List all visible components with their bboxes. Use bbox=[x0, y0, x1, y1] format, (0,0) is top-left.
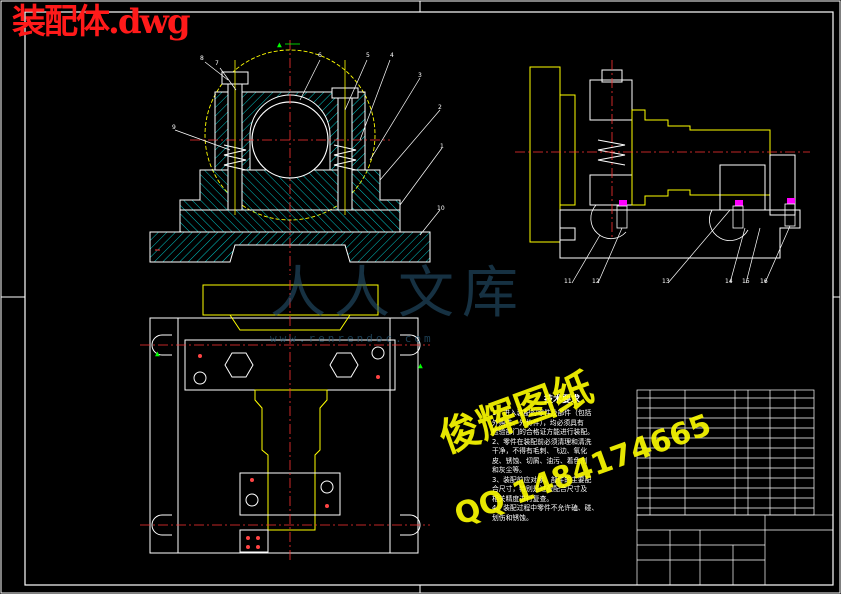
svg-text:▲: ▲ bbox=[277, 40, 282, 49]
tech-requirement-line: 4、装配过程中零件不允许磕、碰、 bbox=[492, 504, 599, 512]
watermark-site: 人人文库 bbox=[270, 261, 526, 326]
tech-requirement-line: 1、进入装配的零件及部件（包括 bbox=[492, 409, 592, 417]
tech-requirement-line: 3、装配前应对零、部件的主要配 bbox=[492, 475, 592, 484]
tech-requirement-line: 外购件、外协件），均必须具有 bbox=[492, 418, 584, 427]
balloon-label: 13 bbox=[662, 278, 670, 285]
balloon-label: 7 bbox=[215, 60, 219, 67]
tech-requirement-line: 和灰尘等。 bbox=[492, 466, 526, 474]
tech-requirements-heading: 技术要求 bbox=[543, 395, 580, 405]
balloon-label: 16 bbox=[760, 278, 768, 285]
top-view: ▲ ▲ bbox=[140, 280, 430, 560]
tech-requirement-line: 检验部门的合格证方能进行装配。 bbox=[492, 428, 594, 436]
balloon-label: 3 bbox=[418, 72, 422, 79]
drawing-title: 装配体.dwg bbox=[12, 2, 191, 42]
tech-requirement-line: 2、零件在装配前必须清理和清洗 bbox=[492, 437, 592, 446]
balloon-label: 14 bbox=[725, 278, 733, 285]
balloon-label: 6 bbox=[318, 52, 322, 59]
balloon-label: 12 bbox=[592, 278, 600, 285]
tech-requirement-line: 皮、锈蚀、切屑、油污、着色剂 bbox=[492, 456, 588, 465]
tech-requirement-line: 合尺寸，特别是过盈配合尺寸及 bbox=[492, 485, 588, 493]
balloon-label: 1 bbox=[440, 143, 444, 150]
balloon-label: 8 bbox=[200, 55, 204, 62]
tech-requirements-lines: 1、进入装配的零件及部件（包括外购件、外协件），均必须具有检验部门的合格证方能进… bbox=[492, 409, 632, 523]
balloon-label: 4 bbox=[390, 52, 394, 59]
front-view: ▲ bbox=[149, 40, 443, 275]
balloon-label: 10 bbox=[437, 205, 445, 212]
tech-requirement-line: 干净，不得有毛刺、飞边、氧化 bbox=[492, 447, 588, 455]
balloon-label: 9 bbox=[172, 124, 176, 131]
tech-requirement-line: 相关精度进行复查。 bbox=[492, 494, 554, 503]
watermark-url: www.renrendoc.com bbox=[270, 332, 434, 345]
balloon-label: 2 bbox=[438, 104, 442, 111]
svg-text:▲: ▲ bbox=[155, 349, 160, 358]
side-view bbox=[515, 60, 810, 284]
svg-text:▲: ▲ bbox=[418, 361, 423, 370]
tech-requirements: 技术要求 1、进入装配的零件及部件（包括外购件、外协件），均必须具有检验部门的合… bbox=[492, 392, 632, 523]
inner-frame bbox=[24, 11, 834, 586]
balloon-label: 11 bbox=[564, 278, 572, 285]
title-block bbox=[636, 389, 834, 586]
balloon-label: 5 bbox=[366, 52, 370, 59]
balloon-label: 15 bbox=[742, 278, 750, 285]
tech-requirement-line: 划伤和锈蚀。 bbox=[492, 513, 533, 522]
